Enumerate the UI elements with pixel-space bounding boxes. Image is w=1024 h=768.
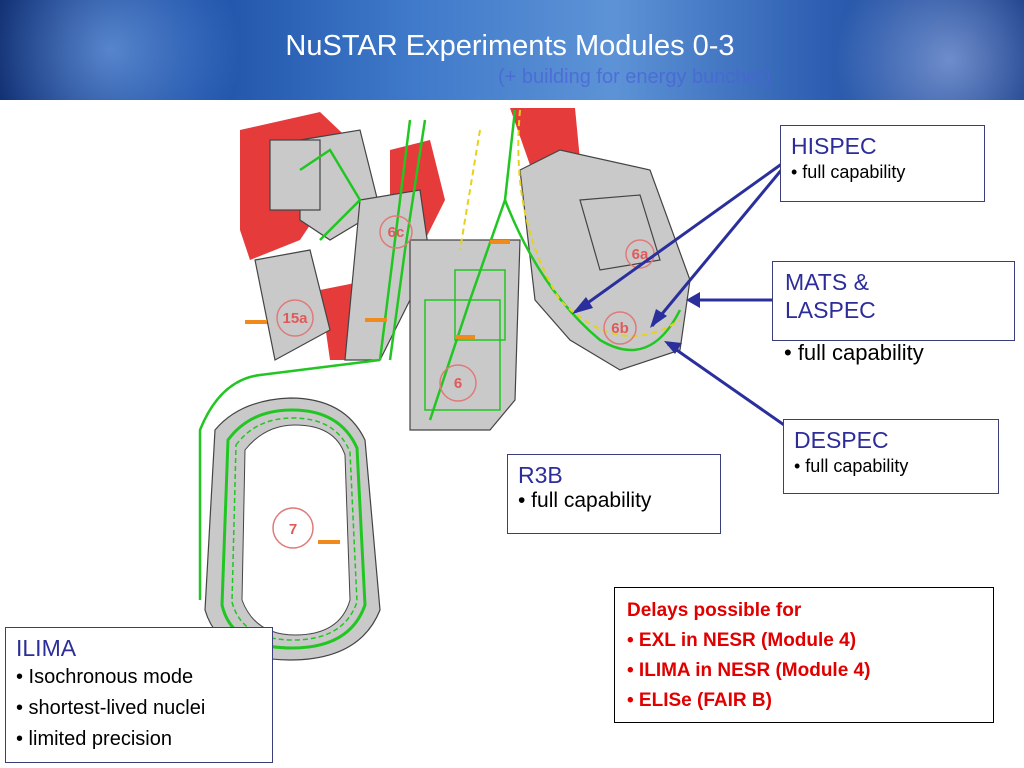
despec-box: DESPEC • full capability [783,419,999,494]
plan-label-15a: 15a [282,310,308,327]
hispec-item: • full capability [791,162,906,182]
experiment-rooms [424,269,506,411]
ilima-box: ILIMA • Isochronous mode • shortest-live… [5,627,273,763]
delays-box: Delays possible for • EXL in NESR (Modul… [614,587,994,723]
mats-laspec-box: MATS & LASPEC [772,261,1015,341]
r3b-item: • full capability [518,489,652,512]
r3b-heading: R3B [518,462,563,488]
delays-item: • ELISe (FAIR B) [627,690,772,711]
hispec-heading: HISPEC [791,133,877,159]
ilima-item: • limited precision [16,728,172,750]
plan-label-7: 7 [289,521,297,538]
despec-heading: DESPEC [794,427,889,453]
arrow-heads [572,292,700,354]
slide-title: NuSTAR Experiments Modules 0-3 [285,30,735,62]
ilima-heading: ILIMA [16,635,77,661]
orange-markers [245,240,510,544]
plan-label-6: 6 [454,375,462,392]
ilima-item: • Isochronous mode [16,666,194,688]
mats-heading: MATS & [785,269,869,295]
plan-label-6a: 6a [632,246,649,263]
delays-item: • ILIMA in NESR (Module 4) [627,660,871,681]
delays-heading: Delays possible for [627,600,802,621]
slide-subtitle: (+ building for energy buncher) [498,66,771,88]
hispec-box: HISPEC • full capability [780,125,985,202]
pointer-arrows [574,161,788,429]
laspec-heading: LASPEC [785,297,876,323]
mats-item: • full capability [784,340,924,365]
r3b-box: R3B • full capability [507,454,721,534]
delays-item: • EXL in NESR (Module 4) [627,630,857,651]
banner-glow-left [0,0,260,100]
facility-floor-plan: 6c 6a 6b 15a 6 7 [198,108,788,661]
beamline-yellow [459,109,681,337]
title-banner: NuSTAR Experiments Modules 0-3 (+ buildi… [0,0,1024,100]
plan-label-6b: 6b [611,320,629,337]
banner-glow-right [820,0,1024,100]
plan-label-6c: 6c [388,224,405,241]
ilima-item: • shortest-lived nuclei [16,697,206,719]
grey-structures [254,129,691,431]
despec-item: • full capability [794,456,909,476]
region-labels: 6c 6a 6b 15a 6 7 [272,215,655,549]
